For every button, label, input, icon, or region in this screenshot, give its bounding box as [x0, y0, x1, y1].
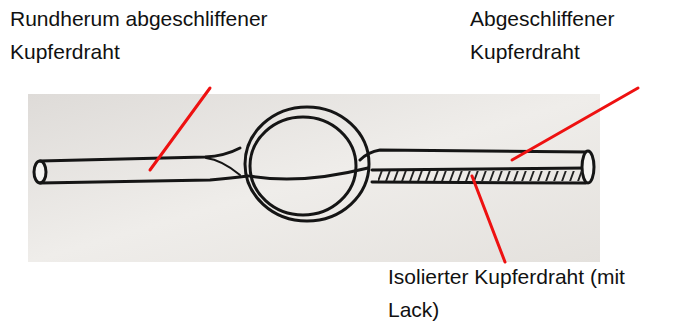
- lacquer-hatching: [378, 171, 584, 181]
- leader-line: [512, 88, 638, 160]
- part-label: Rundherum abgeschliffener Kupferdraht: [10, 2, 300, 68]
- photo-ground: [28, 94, 600, 262]
- leader-line: [150, 88, 210, 170]
- leader-line: [472, 176, 505, 262]
- part-label: Isolierter Kupferdraht (mit Lack): [388, 260, 628, 326]
- part-label: Abgeschliffener Kupferdraht: [470, 2, 670, 68]
